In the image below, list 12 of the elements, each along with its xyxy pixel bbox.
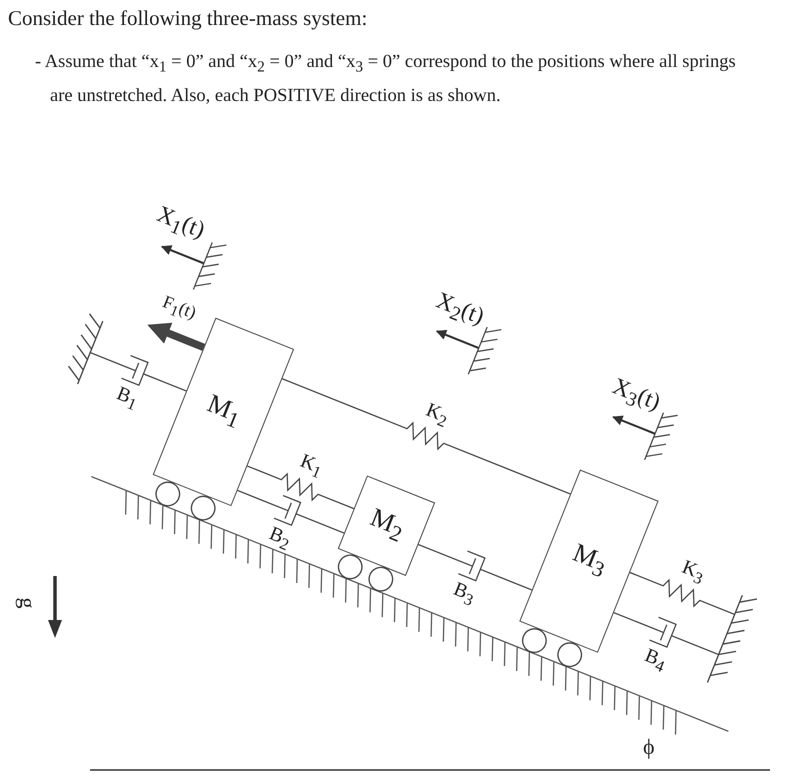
- spring: [247, 465, 354, 510]
- damper: [236, 490, 345, 534]
- damper: [90, 352, 187, 392]
- spring: [282, 378, 570, 495]
- spring: [630, 572, 735, 615]
- damper: [418, 544, 532, 591]
- gravity-label: g: [14, 598, 40, 608]
- mass-block: [338, 475, 436, 576]
- note-text: - Assume that “x$_{1}$ = 0” and “x$_{2}$ = 0” and “x$_{3}$ = 0” correspond to the positions where all springs are unstretched. Also, each POSITIVE direction is as shown.: [35, 51, 737, 108]
- angle-label: ϕ: [643, 734, 655, 760]
- title-text: Consider the following three-mass system:: [8, 6, 368, 31]
- damper: [613, 612, 720, 656]
